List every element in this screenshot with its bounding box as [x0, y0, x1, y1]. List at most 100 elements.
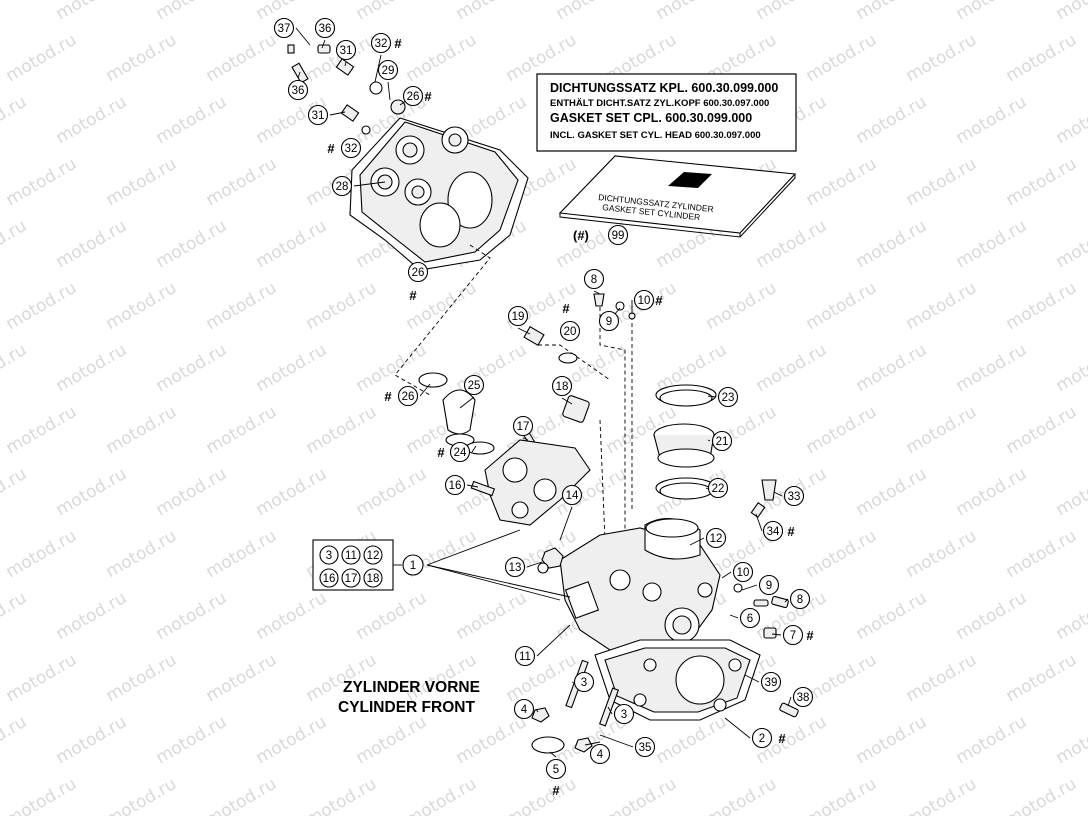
callout-10: 10# — [633, 289, 663, 311]
callout-circle — [707, 477, 729, 499]
callout-number: 35 — [639, 742, 652, 754]
watermark-text: motod.ru — [0, 588, 30, 644]
watermark-text: motod.ru — [853, 588, 931, 644]
kit-item-number: 16 — [323, 573, 336, 585]
callout-number: 31 — [312, 110, 325, 122]
callout-26: 26# — [402, 85, 432, 107]
callout-number: 11 — [519, 651, 531, 663]
watermark-text: motod.ru — [0, 712, 30, 768]
callout-31: 31 — [335, 39, 357, 61]
callout-circle — [589, 743, 611, 765]
callout-circle — [377, 59, 399, 81]
callout-number: 99 — [612, 230, 625, 242]
callout-leader — [295, 27, 311, 46]
callout-circle — [335, 39, 357, 61]
watermark-text: motod.ru — [453, 340, 531, 396]
callout-number: 7 — [790, 630, 796, 642]
callout-leader — [559, 506, 573, 541]
callout-14: 14 — [561, 484, 583, 506]
watermark-text: motod.ru — [353, 340, 431, 396]
callout-circle — [444, 474, 466, 496]
callout-25: 25 — [463, 374, 485, 396]
callout-circle — [792, 686, 814, 708]
watermark-text: motod.ru — [53, 588, 131, 644]
watermark-text: motod.ru — [1003, 774, 1081, 816]
kit-ref-number: 1 — [410, 560, 416, 572]
gasket-line-4: INCL. GASKET SET CYL. HEAD 600.30.097.00… — [550, 130, 761, 141]
callout-circle — [607, 224, 629, 246]
callout-leader — [689, 537, 705, 546]
callout-number: 29 — [382, 65, 395, 77]
callout-leader — [353, 181, 386, 187]
kit-item-number: 18 — [367, 573, 380, 585]
watermark-text: motod.ru — [1053, 92, 1088, 148]
callout-17: 17 — [512, 415, 534, 437]
callout-circle — [711, 430, 733, 452]
watermark-text: motod.ru — [153, 92, 231, 148]
watermark-text: motod.ru — [253, 588, 331, 644]
watermark-text: motod.ru — [153, 464, 231, 520]
callout-number: 37 — [278, 23, 291, 35]
watermark-text: motod.ru — [53, 464, 131, 520]
watermark-text: motod.ru — [1003, 154, 1081, 210]
watermark-text: motod.ru — [253, 216, 331, 272]
watermark-text: motod.ru — [3, 30, 81, 86]
watermark-text: motod.ru — [453, 712, 531, 768]
watermark-text: motod.ru — [203, 774, 281, 816]
watermark-text: motod.ru — [603, 774, 681, 816]
kit-ref-circle — [402, 554, 424, 576]
valve-cover-assembly — [287, 44, 529, 271]
callout-18: 18 — [551, 375, 573, 397]
callout-number: 10 — [737, 567, 750, 579]
callout-leader — [297, 71, 301, 79]
watermark-text: motod.ru — [3, 526, 81, 582]
callout-circle — [573, 671, 595, 693]
kit-item-number: 12 — [367, 550, 380, 562]
watermark-text: motod.ru — [503, 774, 581, 816]
callout-leader — [707, 395, 717, 398]
callout-7: 7# — [782, 624, 814, 646]
callout-number: 8 — [797, 594, 803, 606]
callout-leader — [374, 54, 382, 83]
watermark-text: motod.ru — [103, 154, 181, 210]
callout-number: 38 — [797, 692, 810, 704]
watermark-text: motod.ru — [903, 526, 981, 582]
callout-number: 36 — [319, 23, 332, 35]
callout-leader — [771, 633, 782, 636]
callout-number: 4 — [597, 749, 604, 761]
watermark-text: motod.ru — [103, 402, 181, 458]
callout-circle — [717, 386, 739, 408]
caption-line-1: ZYLINDER VORNE — [343, 679, 480, 696]
callout-circle — [545, 758, 567, 780]
watermark-text: motod.ru — [953, 464, 1031, 520]
watermark-text: motod.ru — [53, 0, 131, 24]
callout-leader — [773, 491, 783, 497]
callout-circle — [397, 385, 419, 407]
callout-11: 11 — [514, 645, 536, 667]
watermark-text: motod.ru — [1053, 0, 1088, 24]
watermark-text: motod.ru — [753, 340, 831, 396]
callout-26: 26# — [407, 261, 429, 303]
watermark-text: motod.ru — [103, 650, 181, 706]
callout-21: 21 — [711, 430, 733, 452]
watermark-text: motod.ru — [103, 30, 181, 86]
callout-circle — [402, 85, 424, 107]
watermark-text: motod.ru — [953, 216, 1031, 272]
watermark-text: motod.ru — [203, 154, 281, 210]
callout-circle — [613, 703, 635, 725]
callout-number: 36 — [292, 85, 305, 97]
callout-leader — [584, 741, 601, 746]
watermark-text: motod.ru — [1003, 402, 1081, 458]
callout-31: 31 — [307, 104, 329, 126]
callout-number: 17 — [517, 421, 530, 433]
callout-leader — [419, 383, 431, 397]
hash-marker: # — [778, 731, 786, 746]
watermark-text: motod.ru — [803, 774, 881, 816]
callout-number: 3 — [581, 677, 587, 689]
watermark-text: motod.ru — [403, 774, 481, 816]
watermark-text: motod.ru — [853, 216, 931, 272]
callout-36: 36 — [287, 79, 309, 101]
callout-circle — [504, 556, 526, 578]
callout-circle — [760, 671, 782, 693]
